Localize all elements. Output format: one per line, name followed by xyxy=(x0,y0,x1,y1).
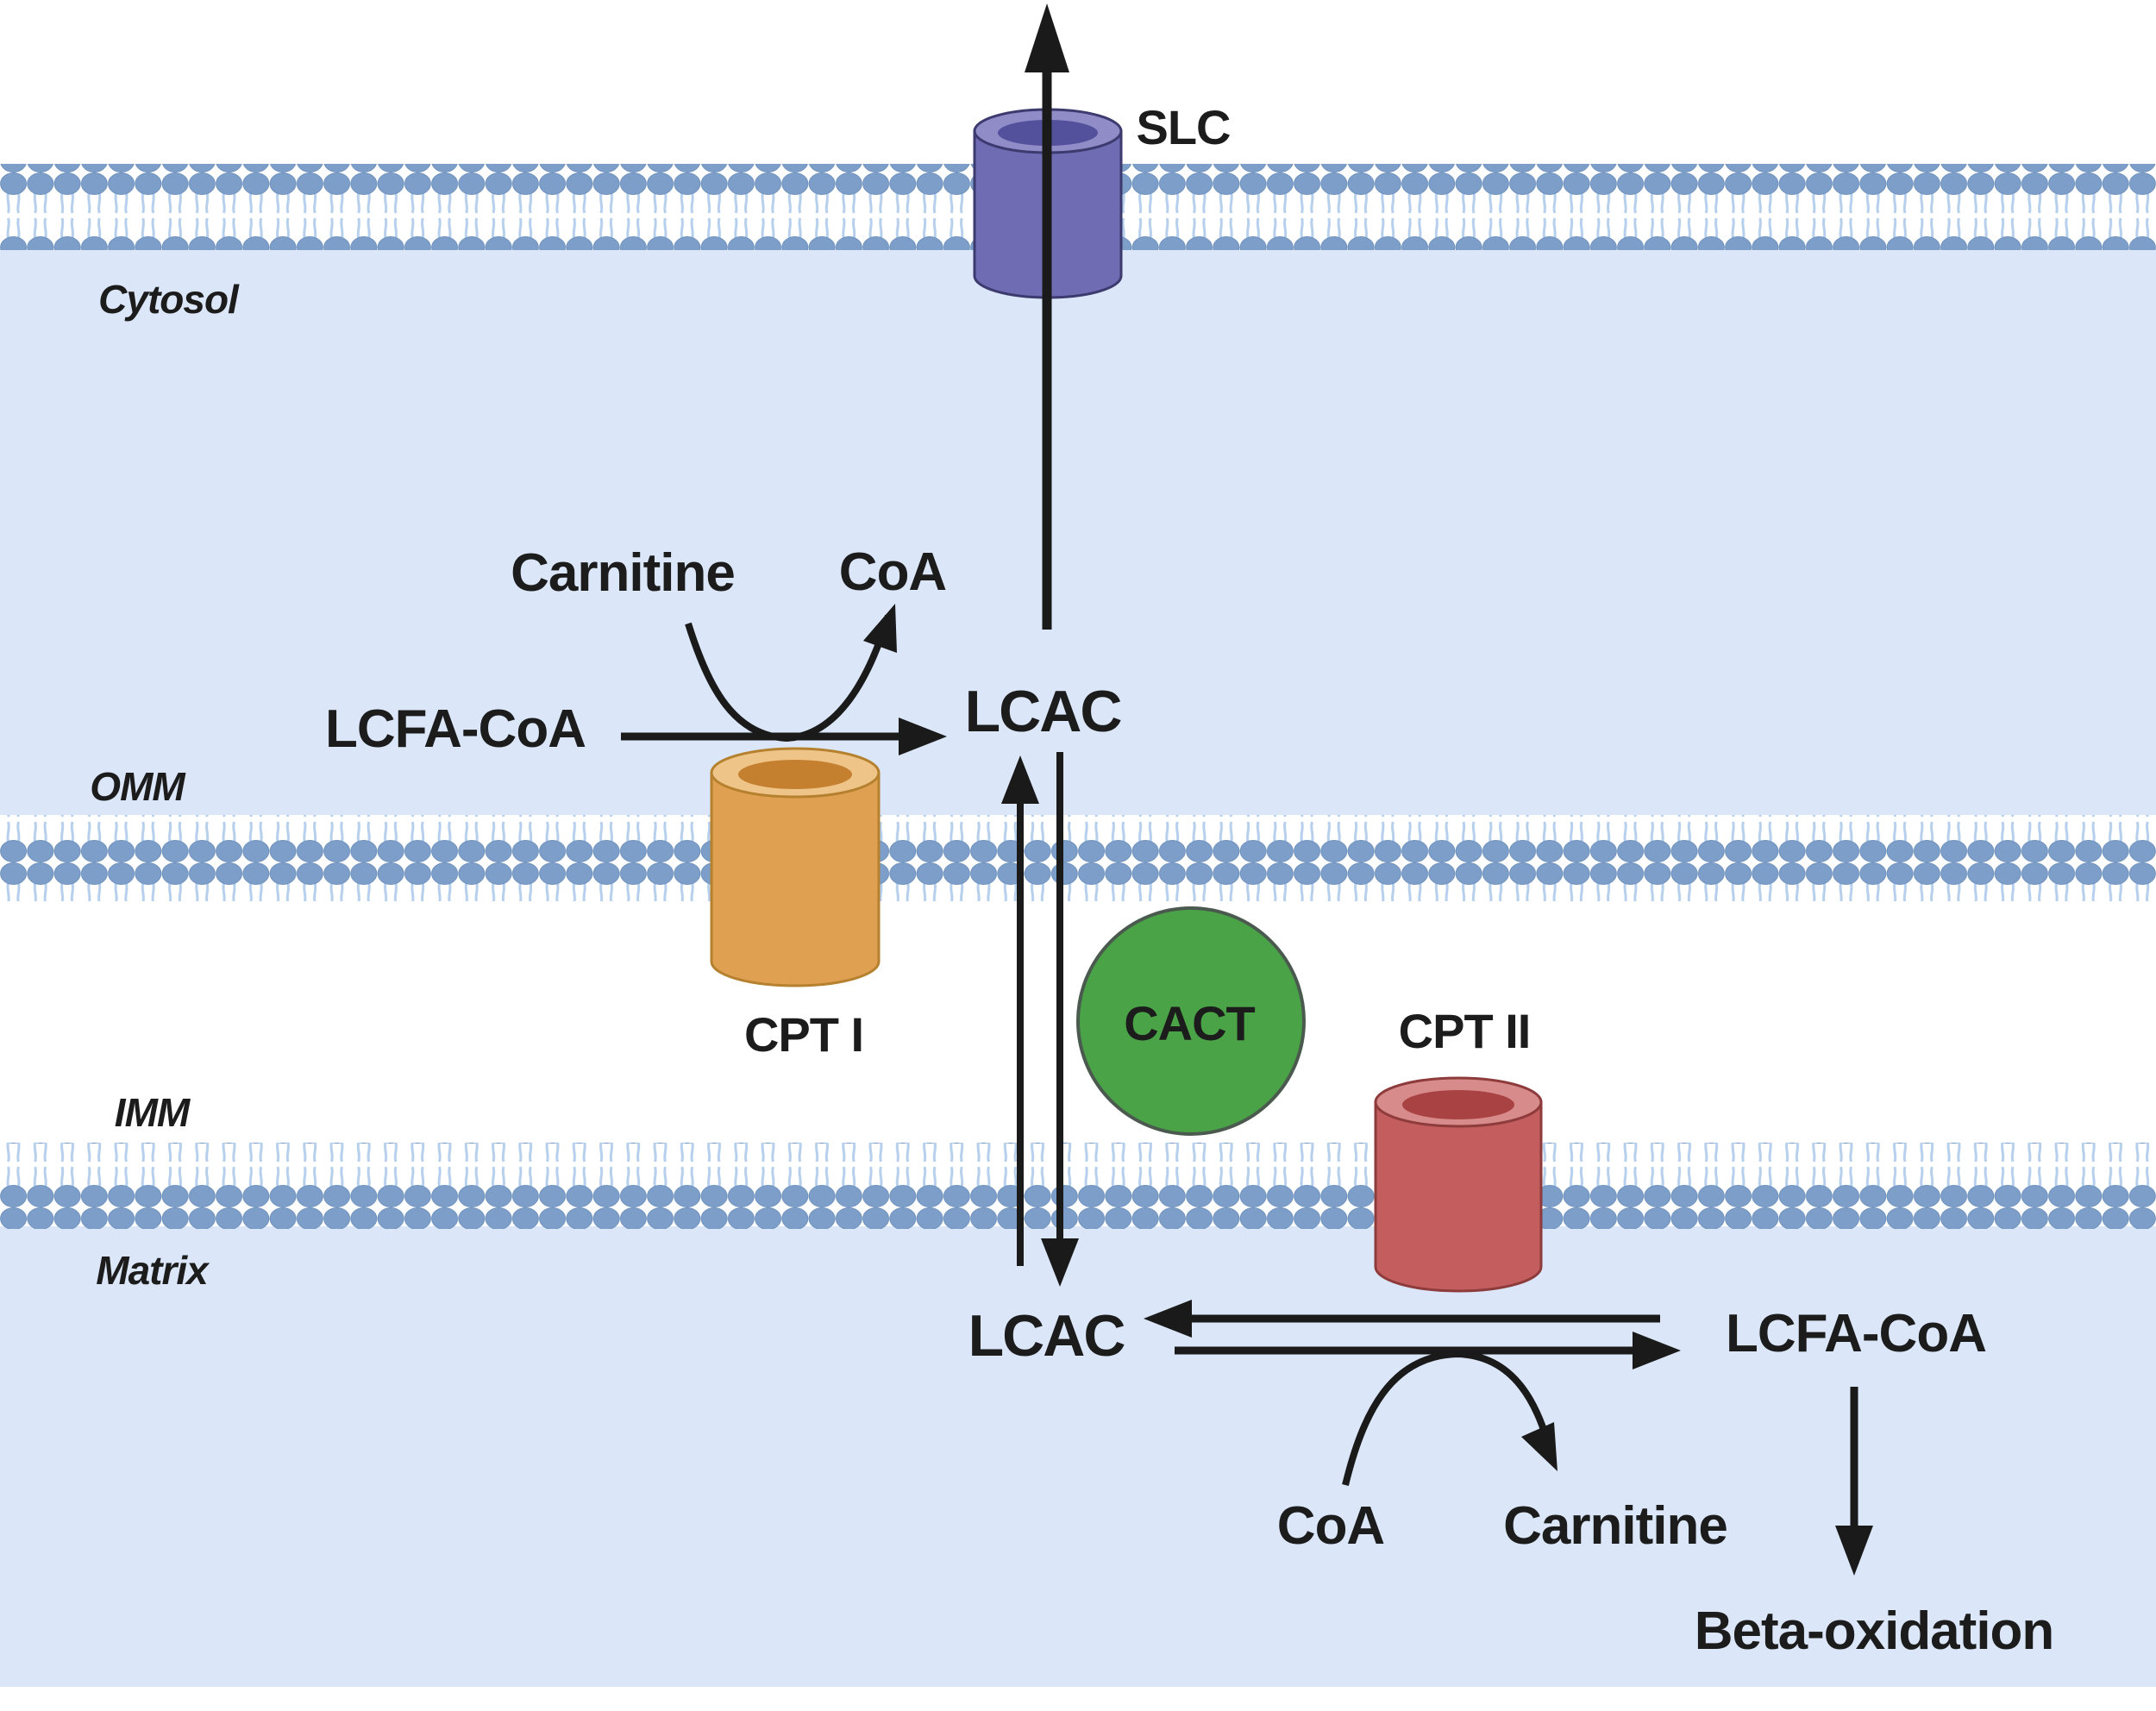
cpt2-pore xyxy=(1402,1090,1514,1119)
lcac-matrix-label: LCAC xyxy=(968,1303,1126,1369)
lcfa-coa-top-label: LCFA-CoA xyxy=(325,699,586,759)
matrix-region xyxy=(0,1226,2156,1687)
cact-transporter xyxy=(1076,906,1306,1136)
cpt1-cofactor-arc xyxy=(685,614,892,743)
cact-label: CACT xyxy=(1124,996,1256,1050)
slc-export-arrowhead xyxy=(1025,3,1069,72)
cpt1-cofactor-arrowhead xyxy=(863,604,897,653)
matrix-left-arrowhead xyxy=(1144,1300,1192,1338)
imm-label: IMM xyxy=(114,1090,190,1135)
cact-up-arrowhead xyxy=(1001,755,1039,804)
coa-matrix-label: CoA xyxy=(1276,1496,1385,1556)
outer-mitochondrial-membrane xyxy=(0,815,2156,901)
cpt2-body xyxy=(1374,1100,1543,1293)
lcac-top-label: LCAC xyxy=(964,679,1123,744)
cpt2-enzyme xyxy=(1374,1076,1543,1293)
carnitine-matrix-label: Carnitine xyxy=(1503,1496,1728,1556)
omm-label: OMM xyxy=(90,764,185,809)
cpt2-label: CPT II xyxy=(1398,1004,1532,1058)
cpt1-reaction-arrowhead xyxy=(899,718,947,755)
inner-mitochondrial-membrane xyxy=(0,1143,2156,1229)
cpt1-pore xyxy=(738,760,852,789)
cpt1-enzyme xyxy=(710,747,881,987)
arrows xyxy=(621,3,1873,1576)
cpt1-body xyxy=(710,771,881,987)
coa-top-label: CoA xyxy=(838,542,947,602)
beta-oxidation-arrowhead xyxy=(1835,1526,1873,1576)
lcfa-coa-matrix-label: LCFA-CoA xyxy=(1726,1304,1987,1363)
carnitine-top-label: Carnitine xyxy=(511,543,736,603)
cpt1-label: CPT I xyxy=(743,1007,864,1062)
matrix-label: Matrix xyxy=(96,1248,208,1293)
matrix-right-arrowhead xyxy=(1633,1332,1681,1369)
cytosol-region xyxy=(0,250,2156,815)
beta-oxidation-label: Beta-oxidation xyxy=(1694,1601,2055,1661)
cpt2-cofactor-arrowhead xyxy=(1521,1422,1557,1471)
cpt2-cofactor-arc xyxy=(1342,1350,1555,1486)
slc-label: SLC xyxy=(1136,100,1232,154)
cytosol-label: Cytosol xyxy=(98,277,239,322)
cact-down-arrowhead xyxy=(1041,1238,1079,1287)
